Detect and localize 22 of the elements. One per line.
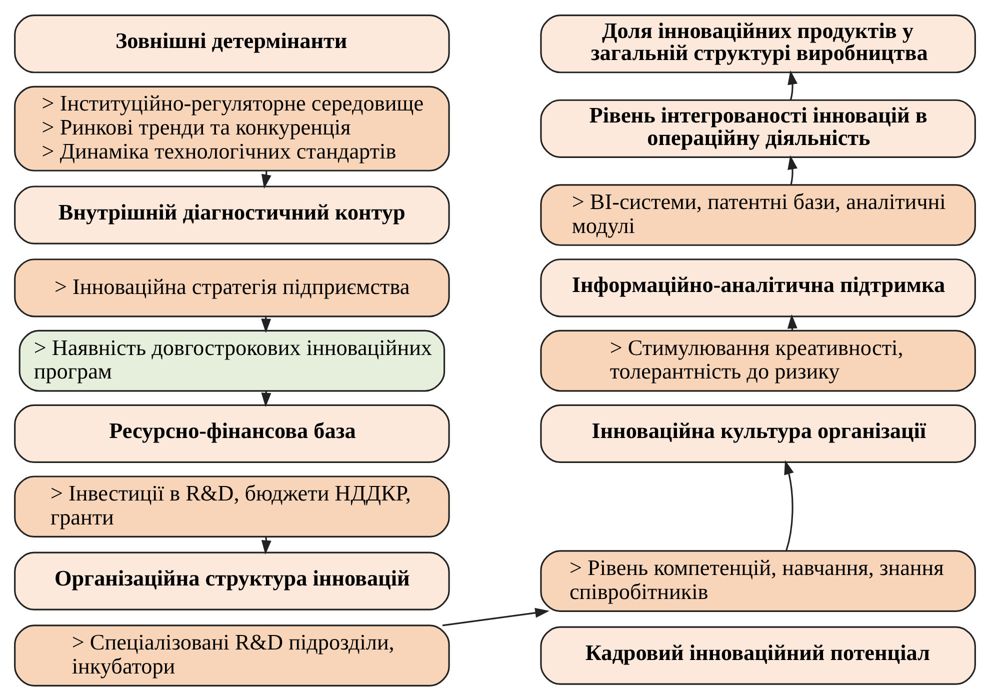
node-box: Доля інноваційних продуктів у загальній структурі виробництва	[540, 14, 976, 73]
arrow	[261, 390, 272, 407]
node-box: > BI-системи, патентні бази, аналітичні модулі	[540, 184, 976, 246]
node-box: > Інституційно-регуляторне середовище > Ринкові тренди та конкуренція > Динаміка технологічних стандартів	[14, 85, 450, 171]
node-box: Інформаційно-аналітична підтримка	[540, 258, 976, 317]
node-box: Ресурсно-фінансова база	[14, 404, 450, 463]
node-box: Рівень інтегрованості інновацій в операційну діяльність	[540, 98, 976, 158]
node-box: Організаційна структура інновацій	[14, 551, 450, 610]
node-box: > Спеціалізовані R&D підрозділи, інкубатори	[14, 624, 450, 686]
node-box: > Рівень компетенцій, навчання, знання співробітників	[540, 550, 976, 612]
node-box: Кадровий інноваційний потенціал	[540, 626, 976, 684]
arrow	[442, 607, 550, 626]
node-box: > Інвестиції в R&D, бюджети НДДКР, гранти	[14, 475, 450, 537]
arrow	[784, 460, 794, 550]
node-box: > Наявність довгострокових інноваційних програм	[18, 329, 446, 392]
node-box: Інноваційна культура організації	[540, 404, 976, 463]
node-box: Зовнішні детермінанти	[14, 14, 450, 73]
arrow	[788, 154, 798, 184]
arrow	[788, 70, 798, 100]
node-box: Внутрішній діагностичний контур	[14, 185, 450, 244]
node-box: > Інноваційна стратегія підприємства	[14, 258, 450, 317]
node-box: > Стимулювання креативності, толерантність до ризику	[540, 329, 976, 392]
